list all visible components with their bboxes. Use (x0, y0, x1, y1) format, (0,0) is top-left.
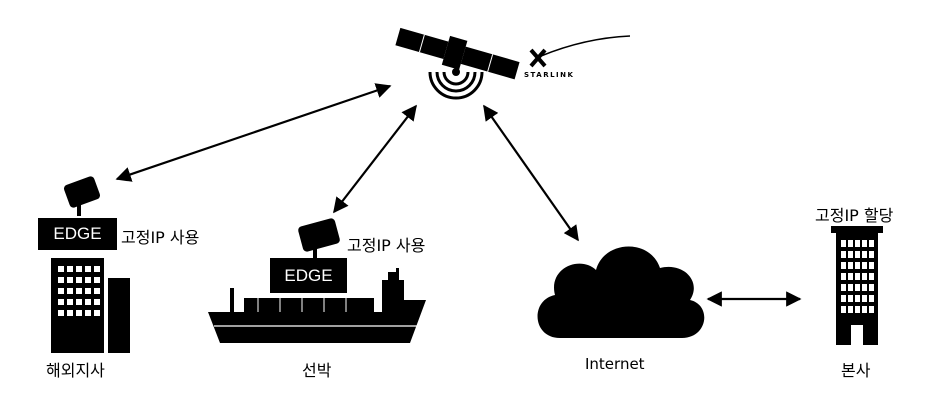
overseas-dish-icon (63, 176, 101, 216)
starlink-logo-icon: STARLINK (524, 35, 631, 79)
overseas-name: 해외지사 (46, 361, 105, 380)
hq-name: 본사 (841, 361, 871, 380)
hq-ip-label: 고정IP 할당 (815, 206, 894, 225)
link-ship-satellite-arrow (333, 104, 417, 214)
ship-name: 선박 (302, 361, 332, 380)
overseas-edge-box: EDGE (38, 218, 117, 250)
ship-edge-box: EDGE (270, 258, 347, 293)
ship-ip-label: 고정IP 사용 (347, 236, 426, 255)
hq-building-icon (831, 226, 883, 345)
internet-name: Internet (585, 355, 645, 373)
link-overseas-satellite-arrow (115, 83, 392, 182)
link-satellite-internet-arrow (483, 104, 579, 242)
ship-dish-icon (298, 218, 340, 258)
ship-edge-label: EDGE (284, 265, 333, 285)
internet-cloud-icon (537, 246, 705, 338)
ship-icon (208, 268, 426, 343)
overseas-edge-label: EDGE (53, 224, 102, 243)
satellite-icon (395, 27, 520, 100)
overseas-ip-label: 고정IP 사용 (121, 228, 200, 247)
overseas-building-icon (51, 258, 130, 353)
svg-text:STARLINK: STARLINK (524, 71, 574, 79)
